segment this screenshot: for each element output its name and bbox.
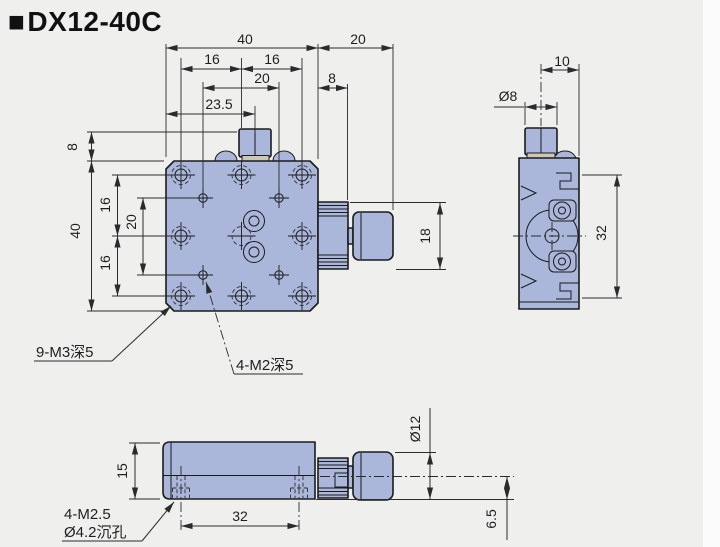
dim-col-right: 16	[241, 51, 302, 73]
dim-front-width: 40	[166, 31, 318, 52]
side-view	[513, 127, 586, 310]
m3-hole	[227, 161, 256, 189]
m3-hole	[227, 282, 256, 310]
dim-bottom-knob-diameter: Ø12	[407, 408, 434, 499]
side-internal-mechanism	[513, 172, 586, 303]
dim-label: 23.5	[205, 96, 232, 112]
dim-front-height: 40	[67, 161, 95, 311]
m3-hole	[227, 222, 256, 250]
callout-label-line2: Ø4.2沉孔	[64, 524, 127, 541]
dim-label: 16	[204, 51, 220, 67]
bottom-view	[162, 441, 514, 531]
dim-side-depth: 10	[541, 53, 579, 74]
page-edge-strip	[703, 0, 720, 547]
dim-label: 40	[237, 31, 253, 47]
dim-label: 32	[593, 225, 609, 241]
dim-knob-extension: 20	[318, 31, 393, 52]
callout-m3-holes: 9-M3深5	[34, 305, 172, 362]
dim-actuator-height: 18	[417, 203, 444, 269]
clamp-collar	[317, 201, 349, 270]
dim-counterbore-x: 23.5	[166, 96, 255, 118]
callout-label: 4-M2深5	[236, 357, 294, 374]
dim-side-knob-diameter: Ø8	[494, 88, 557, 111]
side-knob	[524, 127, 558, 159]
front-extension-lines	[87, 44, 446, 312]
side-dimensions: 10 Ø8 32	[494, 53, 622, 299]
dim-row-top: 16	[97, 175, 121, 236]
dim-label: 20	[254, 70, 270, 86]
callout-label-line1: 4-M2.5	[64, 506, 111, 523]
m3-hole	[288, 282, 316, 310]
dim-label: 32	[232, 508, 248, 524]
dim-m2-columns: 20	[203, 70, 279, 92]
dim-label: 18	[417, 228, 433, 244]
counterbore-hole	[243, 241, 265, 263]
bottom-body	[162, 441, 316, 500]
dim-label: 40	[67, 223, 83, 239]
dim-bottom-height: 15	[114, 443, 139, 499]
callout-label: 9-M3深5	[36, 344, 94, 361]
dim-label: 16	[97, 197, 113, 213]
dim-m2-rows: 20	[123, 198, 147, 275]
front-callouts: 9-M3深5 4-M2深5	[34, 281, 303, 375]
dim-label: Ø8	[499, 88, 518, 104]
dim-bottom-hole-span: 32	[181, 508, 299, 530]
callout-m2-holes: 4-M2深5	[205, 281, 303, 375]
title-bullet: ■	[8, 6, 26, 37]
dim-label: 20	[123, 214, 139, 230]
front-view	[165, 128, 394, 312]
dim-label: 16	[97, 255, 113, 271]
dim-side-span: 32	[593, 175, 621, 298]
dim-row-bottom: 16	[97, 236, 121, 296]
bottom-clamp-collar	[317, 457, 349, 499]
dim-label: 20	[350, 31, 366, 47]
dim-col-left: 16	[181, 51, 242, 73]
counterbore-hole	[243, 210, 265, 232]
adjustment-knob	[352, 211, 394, 261]
front-dimensions: 40 20 16 16 20 8 23.5 8	[64, 31, 444, 311]
lock-nut	[238, 128, 272, 162]
dim-axis-offset: 6.5	[483, 477, 511, 540]
dim-label: 8	[64, 143, 80, 151]
dim-clamp-length: 8	[318, 70, 348, 92]
dim-label: 6.5	[483, 509, 499, 529]
dim-label: Ø12	[407, 416, 423, 443]
bottom-dimensions: 15 32 Ø12 6.5 4-M2.5 Ø4.2沉孔	[62, 408, 511, 542]
title-model: DX12-40C	[27, 6, 163, 37]
page-title: ■DX12-40C	[8, 6, 162, 38]
dim-label: 8	[328, 70, 336, 86]
dim-label: 15	[114, 463, 130, 479]
m2-hole	[269, 265, 289, 285]
m3-hole	[288, 222, 316, 250]
dim-label: 16	[264, 51, 280, 67]
callout-mount-holes: 4-M2.5 Ø4.2沉孔	[62, 501, 175, 542]
bottom-knob	[352, 451, 394, 501]
dim-label: 10	[554, 53, 570, 69]
dim-nut-height: 8	[64, 132, 95, 161]
